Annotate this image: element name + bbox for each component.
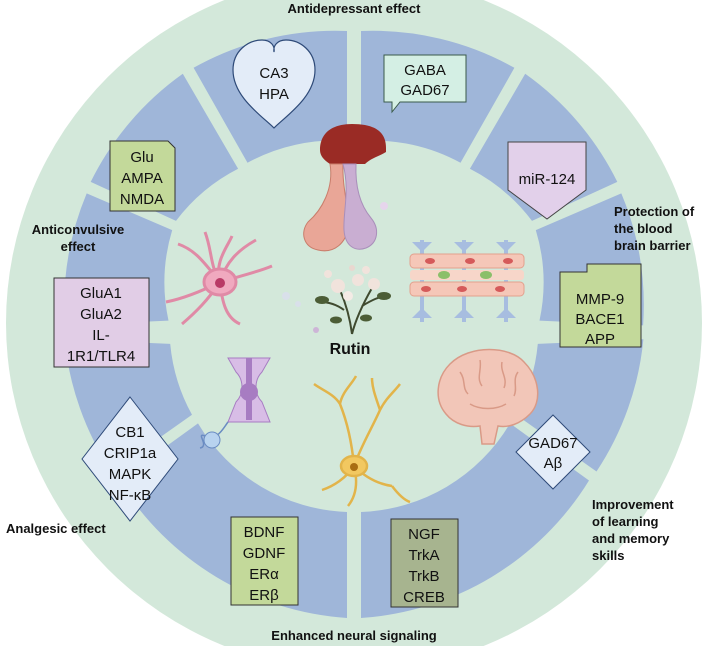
analgesic-text-3: MAPK — [109, 466, 152, 483]
pentagon-text: miR-124 — [519, 171, 576, 188]
glu-box — [109, 140, 176, 212]
neural-right-box — [390, 518, 459, 608]
brain-section-icon — [437, 348, 539, 445]
analgesic-text-2: CRIP1a — [104, 445, 157, 462]
effect-learning-line-3: and memory — [592, 531, 670, 546]
learning-diamond-shape — [515, 414, 591, 490]
learning-diamond-text-1: GAD67 — [528, 435, 577, 452]
bubble-text-2: GAD67 — [400, 82, 449, 99]
molecule-dot — [295, 301, 301, 307]
blood-brain-barrier-icon — [409, 240, 525, 322]
conv-text-1: GluA1 — [80, 285, 122, 302]
glu-text-1: Glu — [130, 149, 153, 166]
bbb-marker-box — [559, 263, 642, 348]
effect-bbb-line-3: brain barrier — [614, 238, 691, 253]
neural-left-text-2: GDNF — [243, 545, 286, 562]
heart-shape — [232, 39, 316, 129]
neural-left-text-3: ERα — [249, 566, 279, 583]
pentagon-shape — [507, 141, 587, 220]
effect-learning-line-4: skills — [592, 548, 625, 563]
glu-text-3: NMDA — [120, 191, 164, 208]
molecule-dot — [282, 292, 290, 300]
anticonvulsive-box — [53, 277, 150, 368]
analgesic-text-4: NF-κB — [109, 487, 152, 504]
heart-text-1: CA3 — [259, 65, 288, 82]
neural-left-box — [230, 516, 299, 606]
effect-analgesic: Analgesic effect — [6, 521, 106, 536]
speech-bubble-shape — [383, 54, 467, 114]
golden-neuron-icon — [313, 375, 411, 507]
neural-right-text-2: TrkA — [408, 547, 439, 564]
effect-learning-line-1: Improvement — [592, 497, 674, 512]
molecule-dot — [313, 327, 319, 333]
effect-anticonvulsive-line-2: effect — [61, 239, 96, 254]
analgesic-diamond-shape — [81, 396, 179, 522]
learning-diamond-text-2: Aβ — [544, 455, 563, 472]
bleeding-organ-icon — [303, 124, 388, 252]
neural-right-text-1: NGF — [408, 526, 440, 543]
ring-band-segment — [516, 339, 644, 472]
effect-neural-signaling: Enhanced neural signaling — [271, 628, 436, 643]
pink-neuron-icon — [165, 231, 273, 326]
neural-right-text-3: TrkB — [408, 568, 439, 585]
bubble-text-1: GABA — [404, 62, 446, 79]
analgesic-text-1: CB1 — [115, 424, 144, 441]
neural-left-text-4: ERβ — [249, 587, 279, 604]
conv-text-2: GluA2 — [80, 306, 122, 323]
effect-learning-line-2: of learning — [592, 514, 659, 529]
neural-right-text-4: CREB — [403, 589, 445, 606]
effect-anticonvulsive-line-1: Anticonvulsive — [32, 222, 124, 237]
glu-text-2: AMPA — [121, 170, 162, 187]
bbb-text-3: APP — [585, 331, 615, 348]
effect-bbb-line-2: the blood — [614, 221, 673, 236]
heart-text-2: HPA — [259, 86, 289, 103]
synapse-receptor-icon — [199, 357, 271, 449]
effect-antidepressant: Antidepressant effect — [288, 1, 422, 16]
bbb-text-2: BACE1 — [575, 311, 624, 328]
rutin-plant-icon — [315, 265, 391, 335]
conv-text-4: 1R1/TLR4 — [67, 348, 135, 365]
effect-bbb-line-1: Protection of — [614, 204, 695, 219]
center-label: Rutin — [330, 341, 371, 358]
bbb-text-1: MMP-9 — [576, 291, 624, 308]
neural-left-text-1: BDNF — [244, 524, 285, 541]
conv-text-3: IL- — [92, 327, 110, 344]
